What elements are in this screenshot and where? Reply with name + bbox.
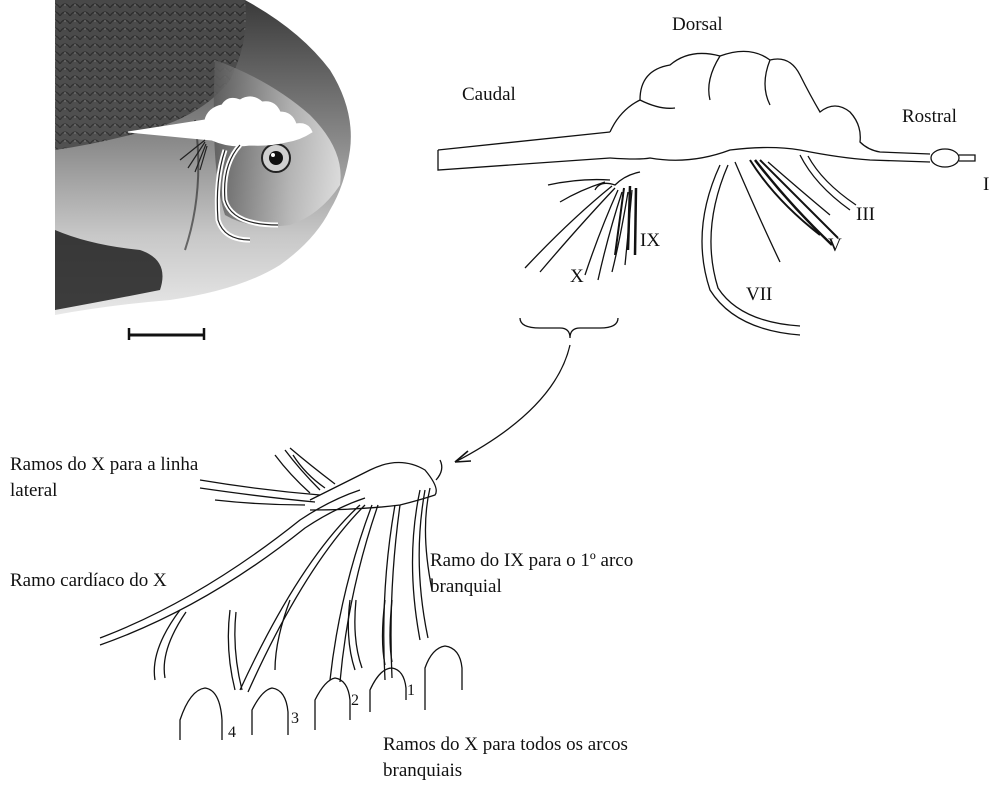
label-all-arches: Ramos do X para todos os arcos branquiai… bbox=[383, 732, 663, 784]
arch-number-1: 1 bbox=[407, 678, 415, 704]
arch-number-4: 4 bbox=[228, 720, 236, 746]
label-ix-first-arch: Ramo do IX para o 1º arco branquial bbox=[430, 548, 640, 600]
nerve-v bbox=[750, 160, 838, 245]
label-nerve-v: V bbox=[828, 233, 842, 259]
gill-arch-2 bbox=[315, 678, 350, 730]
nerve-iii bbox=[800, 155, 850, 210]
label-nerve-iii: III bbox=[856, 202, 875, 228]
brace bbox=[520, 318, 618, 338]
label-nerve-vii: VII bbox=[746, 282, 772, 308]
gill-arch-1 bbox=[370, 668, 406, 712]
fish-head-photo bbox=[55, 0, 351, 340]
label-dorsal: Dorsal bbox=[672, 12, 723, 38]
label-nerve-ix: IX bbox=[640, 228, 660, 254]
brain-diagram bbox=[438, 51, 975, 462]
label-rostral: Rostral bbox=[902, 104, 957, 130]
gill-arch-4 bbox=[180, 688, 222, 740]
arch-number-2: 2 bbox=[351, 688, 359, 714]
pointer-arrow bbox=[455, 345, 570, 462]
label-cardiac-branch: Ramo cardíaco do X bbox=[10, 568, 210, 594]
nerve-vii bbox=[702, 162, 800, 335]
label-lateral-line-branches: Ramos do X para a linha lateral bbox=[10, 452, 235, 504]
arch-number-3: 3 bbox=[291, 706, 299, 732]
gill-arch-3 bbox=[252, 688, 288, 735]
label-nerve-i: I bbox=[983, 172, 989, 198]
fish-eye-icon bbox=[262, 144, 290, 172]
label-nerve-x: X bbox=[570, 264, 584, 290]
scale-bar bbox=[128, 328, 205, 340]
label-caudal: Caudal bbox=[462, 82, 516, 108]
